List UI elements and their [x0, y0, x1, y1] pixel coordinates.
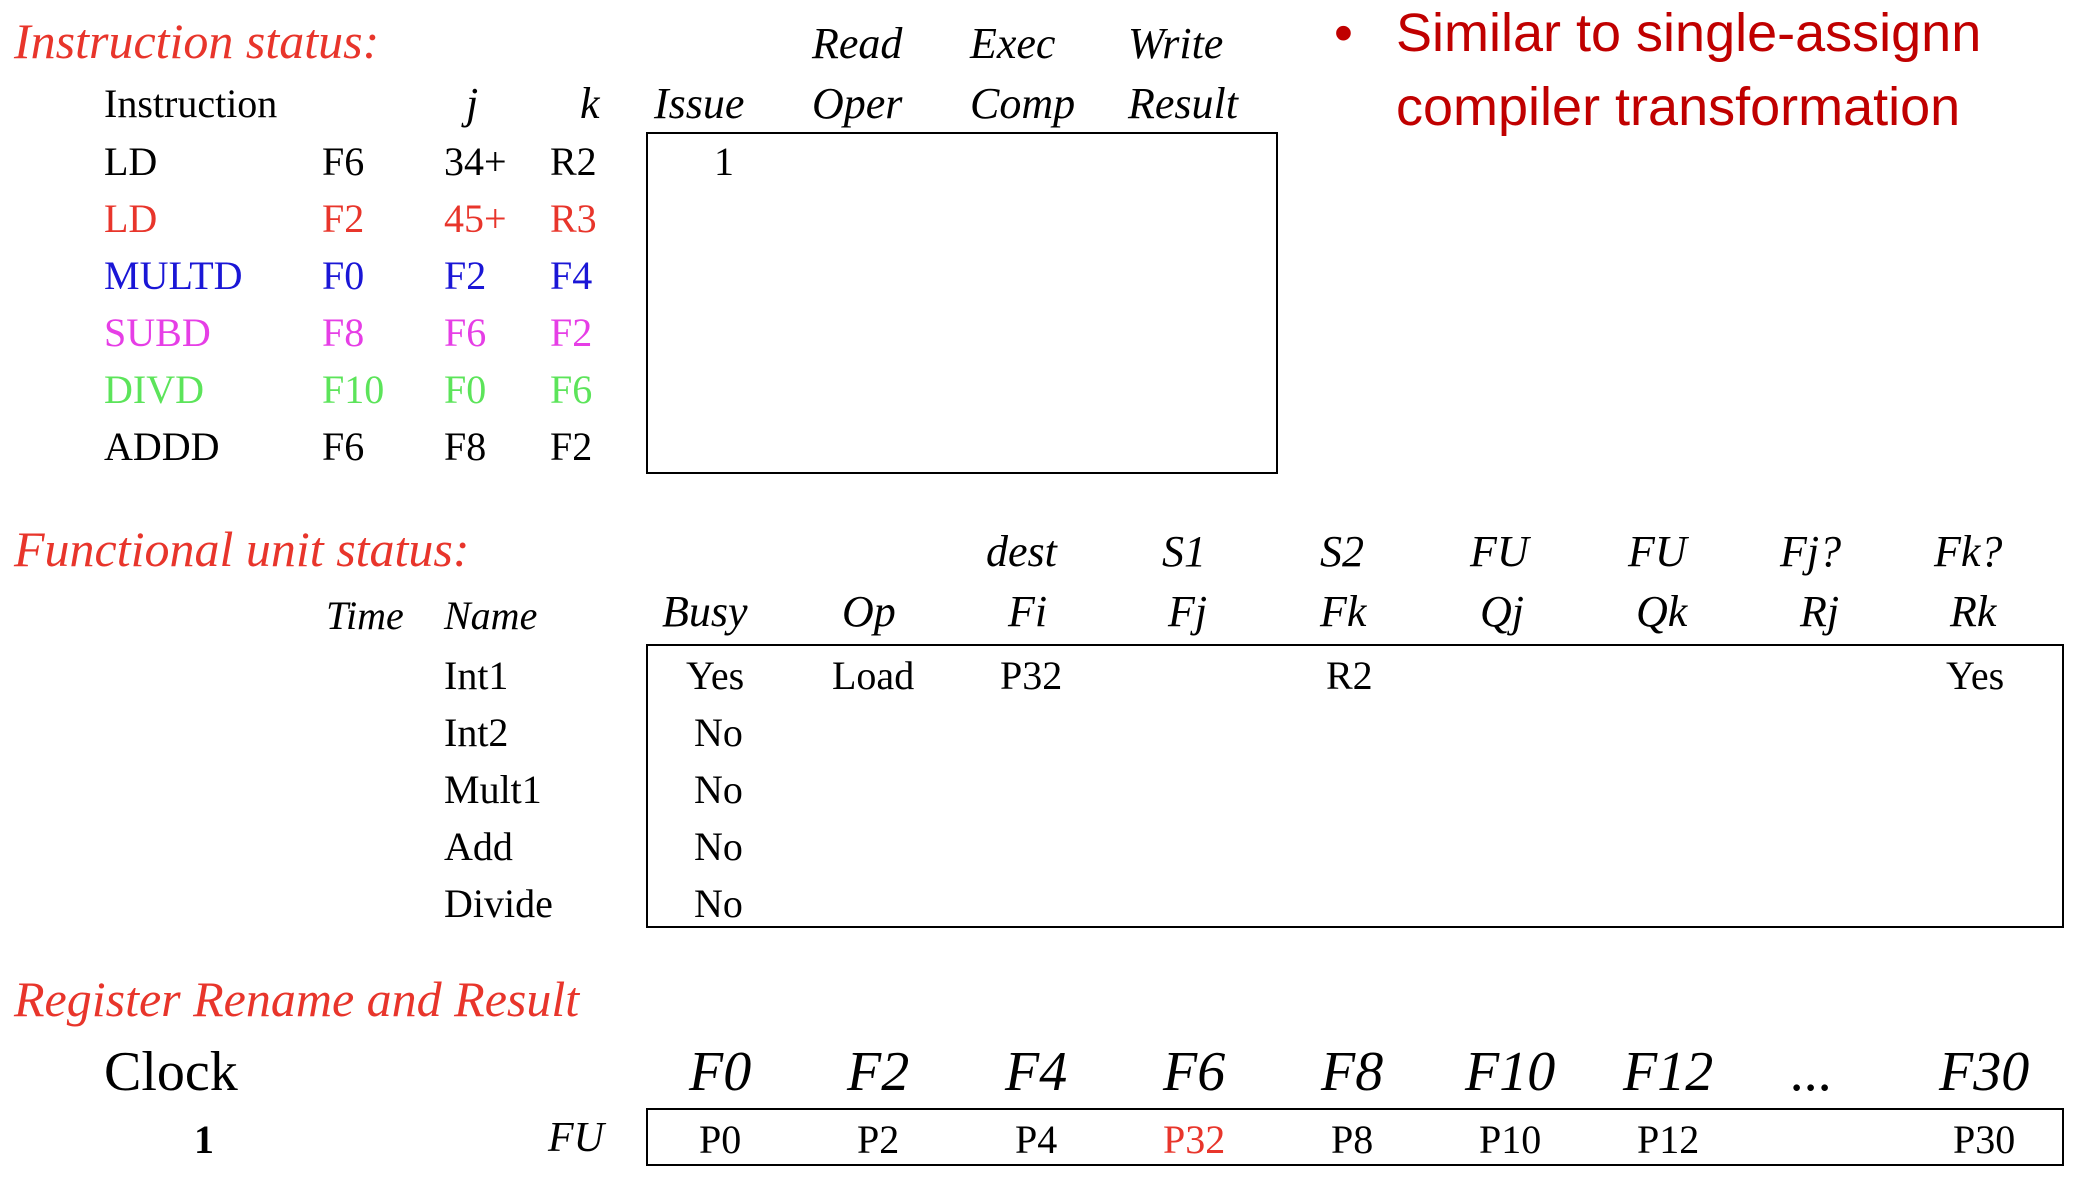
instruction-op: MULTD: [104, 253, 243, 298]
fu-busy: No: [694, 767, 743, 812]
header-exec: Exec: [970, 19, 1056, 68]
register-header: F6: [1163, 1041, 1226, 1103]
register-header: F4: [1005, 1041, 1068, 1103]
register-value: P32: [1163, 1117, 1226, 1162]
instruction-k: R3: [550, 196, 597, 241]
clock-label: Clock: [104, 1041, 238, 1103]
instruction-j: F6: [444, 310, 487, 355]
header-issue: Issue: [654, 79, 745, 128]
instruction-status-box: [646, 132, 1278, 474]
register-rename-title: Register Rename and Result: [14, 971, 580, 1027]
header-fk: Fk: [1320, 587, 1367, 636]
register-value: P2: [857, 1117, 900, 1162]
register-value: P30: [1953, 1117, 2016, 1162]
instruction-dest: F6: [322, 424, 365, 469]
instruction-k: F2: [550, 424, 593, 469]
header-s1: S1: [1162, 527, 1206, 576]
register-header: F8: [1321, 1041, 1384, 1103]
instruction-op: DIVD: [104, 367, 204, 412]
header-qj: Qj: [1480, 587, 1524, 636]
register-box: [646, 1108, 2064, 1166]
fu-name: Int2: [444, 710, 509, 755]
header-instruction: Instruction: [104, 81, 278, 126]
header-result: Result: [1128, 79, 1238, 128]
header-dest: dest: [986, 527, 1057, 576]
instruction-k: F6: [550, 367, 593, 412]
bullet-line-1: Similar to single-assignn: [1396, 3, 1982, 63]
fu-busy: No: [694, 710, 743, 755]
fu-rk: Yes: [1946, 653, 2005, 698]
instruction-op: SUBD: [104, 310, 211, 355]
instruction-k: F4: [550, 253, 593, 298]
header-op: Op: [842, 587, 896, 636]
header-rj: Rj: [1800, 587, 1840, 636]
instruction-j: F2: [444, 253, 487, 298]
instruction-dest: F10: [322, 367, 385, 412]
instruction-dest: F8: [322, 310, 365, 355]
header-qk: Qk: [1636, 587, 1688, 636]
instruction-dest: F6: [322, 139, 365, 184]
fu-name: Divide: [444, 881, 553, 926]
fu-name: Add: [444, 824, 513, 869]
header-read: Read: [812, 19, 903, 68]
header-comp: Comp: [970, 79, 1076, 128]
fu-status-title: Functional unit status:: [14, 521, 470, 577]
instruction-op: LD: [104, 139, 158, 184]
header-fu-qj: FU: [1470, 527, 1529, 576]
clock-value: 1: [194, 1117, 214, 1162]
register-header: F30: [1939, 1041, 2030, 1103]
bullet-line-2: compiler transformation: [1396, 77, 1961, 137]
instruction-op: ADDD: [104, 424, 220, 469]
fu-fk: R2: [1326, 653, 1373, 698]
instruction-status-title: Instruction status:: [14, 13, 380, 69]
instruction-k: F2: [550, 310, 593, 355]
instruction-j: F8: [444, 424, 487, 469]
header-fu-qk: FU: [1628, 527, 1687, 576]
header-fj: Fj: [1168, 587, 1208, 636]
fu-label: FU: [548, 1115, 604, 1161]
register-value: P8: [1331, 1117, 1374, 1162]
fu-name: Int1: [444, 653, 509, 698]
header-fj-ready: Fj?: [1780, 527, 1842, 576]
instruction-j: F0: [444, 367, 487, 412]
fu-status-box: [646, 644, 2064, 928]
instruction-issue: 1: [714, 139, 734, 184]
header-time: Time: [326, 593, 404, 638]
fu-busy: No: [694, 824, 743, 869]
fu-busy: No: [694, 881, 743, 926]
header-s2: S2: [1320, 527, 1364, 576]
instruction-op: LD: [104, 196, 158, 241]
header-k: k: [580, 79, 600, 128]
header-busy: Busy: [662, 587, 748, 636]
header-oper: Oper: [812, 79, 903, 128]
register-value: P10: [1479, 1117, 1542, 1162]
fu-fi: P32: [1000, 653, 1063, 698]
register-value: P4: [1015, 1117, 1058, 1162]
header-write: Write: [1128, 19, 1224, 68]
register-header: F10: [1465, 1041, 1556, 1103]
instruction-k: R2: [550, 139, 597, 184]
header-name: Name: [444, 593, 538, 638]
header-fi: Fi: [1008, 587, 1048, 636]
instruction-j: 34+: [444, 139, 507, 184]
register-header: F12: [1623, 1041, 1714, 1103]
header-rk: Rk: [1950, 587, 1997, 636]
register-header: F0: [689, 1041, 752, 1103]
fu-busy: Yes: [686, 653, 745, 698]
header-j: j: [466, 79, 479, 128]
fu-name: Mult1: [444, 767, 542, 812]
register-header: ...: [1791, 1041, 1833, 1103]
register-header: F2: [847, 1041, 910, 1103]
instruction-j: 45+: [444, 196, 507, 241]
register-value: P12: [1637, 1117, 1700, 1162]
instruction-dest: F2: [322, 196, 365, 241]
register-value: P0: [699, 1117, 742, 1162]
header-fk-ready: Fk?: [1934, 527, 2003, 576]
instruction-dest: F0: [322, 253, 365, 298]
fu-op: Load: [832, 653, 915, 698]
bullet-icon: •: [1334, 3, 1353, 63]
